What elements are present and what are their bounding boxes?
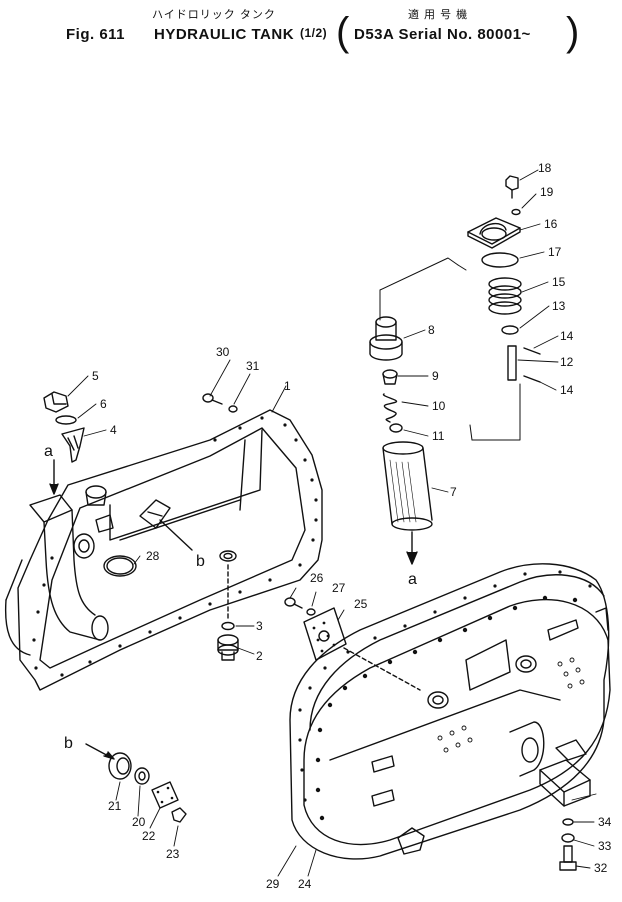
pin-14 <box>523 347 541 383</box>
page-fraction: (1/2) <box>300 26 328 40</box>
tank-bracket <box>539 759 591 807</box>
callout-5: 5 <box>92 369 99 383</box>
valve-9 <box>382 369 398 385</box>
oring-3 <box>221 621 235 631</box>
callout-30: 30 <box>216 345 230 359</box>
callout-2: 2 <box>256 649 263 663</box>
callout-25: 25 <box>354 597 368 611</box>
spring-15 <box>488 277 522 315</box>
callout-1: 1 <box>284 379 291 393</box>
seal-21 <box>108 752 132 780</box>
ref-letter-b-left: b <box>64 735 73 752</box>
callout-12: 12 <box>560 355 574 369</box>
callout-13: 13 <box>552 299 566 313</box>
oring-11 <box>389 423 403 433</box>
callout-27: 27 <box>332 581 346 595</box>
callout-17: 17 <box>548 245 562 259</box>
callout-11: 11 <box>432 429 445 443</box>
valve-stem-12 <box>507 345 517 381</box>
callout-24: 24 <box>298 877 312 891</box>
drain-plug-2 <box>217 634 239 661</box>
seat-13 <box>501 325 519 335</box>
callout-3: 3 <box>256 619 263 633</box>
washer-19 <box>511 208 521 216</box>
callout-22: 22 <box>142 829 156 843</box>
breather-cap-5 <box>43 391 69 413</box>
washer-34 <box>562 818 574 826</box>
japanese-serial-label: 適 用 号 機 <box>408 9 469 21</box>
bolt-23 <box>171 807 187 823</box>
washer-31 <box>228 405 238 413</box>
tank-right-half <box>289 563 611 860</box>
callout-4: 4 <box>110 423 117 437</box>
callout-7: 7 <box>450 485 457 499</box>
callout-20: 20 <box>132 815 146 829</box>
filter-element-7 <box>382 441 433 531</box>
figure-header: ハイドロリック タンク 適 用 号 機 Fig. 611 HYDRAULIC T… <box>0 0 622 60</box>
figure-title: HYDRAULIC TANK <box>154 26 295 43</box>
open-paren: ( <box>336 10 350 54</box>
callout-21: 21 <box>108 799 122 813</box>
tank-left-half <box>4 409 323 691</box>
callout-15: 15 <box>552 275 566 289</box>
callout-29: 29 <box>266 877 280 891</box>
ring-20 <box>134 767 150 785</box>
callout-19: 19 <box>540 185 554 199</box>
callout-16: 16 <box>544 217 558 231</box>
spring-10 <box>382 393 398 423</box>
close-paren: ) <box>566 10 580 54</box>
ref-letter-a-filter: a <box>408 571 417 588</box>
callout-31: 31 <box>246 359 260 373</box>
cover-plate-25 <box>303 607 347 661</box>
callout-33: 33 <box>598 839 612 853</box>
callout-8: 8 <box>428 323 435 337</box>
washer-33 <box>561 833 575 843</box>
callout-14b: 14 <box>560 383 574 397</box>
callout-10: 10 <box>432 399 446 413</box>
ref-letter-b-tank: b <box>196 553 205 570</box>
oring-6 <box>55 415 77 425</box>
bolt-26 <box>284 597 303 609</box>
callout-23: 23 <box>166 847 180 861</box>
strainer-4 <box>61 427 85 463</box>
cover-16 <box>467 217 521 249</box>
figure-number: Fig. 611 <box>66 26 126 43</box>
japanese-title: ハイドロリック タンク <box>152 9 276 21</box>
callout-26: 26 <box>310 571 324 585</box>
serial-number: D53A Serial No. 80001~ <box>354 26 531 43</box>
bolt-30 <box>202 393 223 405</box>
callout-9: 9 <box>432 369 439 383</box>
callout-28: 28 <box>146 549 160 563</box>
callout-18: 18 <box>538 161 552 175</box>
callout-14a: 14 <box>560 329 574 343</box>
bolt-32 <box>559 845 577 871</box>
bolt-18 <box>505 175 519 199</box>
plate-22 <box>151 781 179 809</box>
oring-17 <box>481 252 519 268</box>
callout-32: 32 <box>594 861 608 875</box>
ref-letter-a-left: a <box>44 443 53 460</box>
callout-6: 6 <box>100 397 107 411</box>
callout-34: 34 <box>598 815 612 829</box>
washer-27 <box>306 608 316 616</box>
filter-head-8 <box>369 316 403 361</box>
